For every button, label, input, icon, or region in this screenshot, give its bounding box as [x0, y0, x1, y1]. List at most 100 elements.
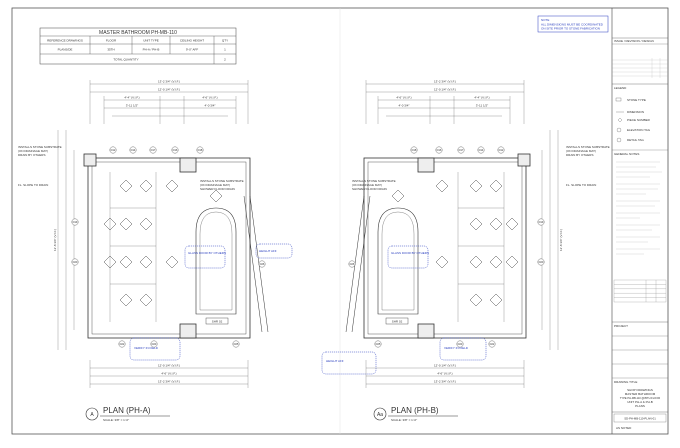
plan-a-dim-bottom-2: 4'-6" (V.I.F.): [161, 372, 176, 376]
plan-b-note-left-1: INSTALLS STONE SUBSTRATE: [352, 179, 396, 183]
plan-b-piece-markers: [391, 179, 519, 307]
sheet-scale: AS NOTED: [616, 426, 632, 430]
project-label: PROJECT: [614, 324, 628, 328]
legend-item-4: ELEVATION TAG: [627, 128, 651, 132]
plan-b-callout-1: D12: [499, 148, 504, 152]
legend-item-2: DIMENSION: [627, 110, 644, 114]
schedule-cell-2: 35TH: [107, 48, 114, 52]
drawing-title-line-2: MASTER BATHROOM: [625, 392, 656, 396]
plan-b-callout-8: D22: [490, 342, 495, 346]
plan-b-bottom-dim: 13'-2 3/4" (V.I.F.): [434, 380, 456, 384]
schedule-header-1: REFERENCE DRAWINGS: [47, 39, 83, 43]
plan-b-callout-4: D16: [437, 148, 442, 152]
plan-b-callout-2: D14: [479, 148, 484, 152]
plan-b-bubble: [373, 407, 387, 421]
drawing-title-line-3: TYPE PH-MB-110 @35TH FLOOR: [620, 396, 660, 400]
plan-b-callout-11: D26: [350, 262, 355, 266]
plan-a-note-right-2: (ON DRAINAGE MAT): [200, 183, 230, 187]
plan-a-callout-6: D19: [73, 220, 78, 224]
schedule-cell-4: 9'-0" AFF: [186, 48, 198, 52]
plan-b-dim-4: 4'-4" (V.I.F.): [474, 96, 489, 100]
plan-b-top-dim: 13'-2 3/4" (V.I.F.): [434, 80, 456, 84]
note-line-2: ON SITE PRIOR TO STONE FABRICATION: [541, 27, 600, 31]
plan-b-note-right-4: FL. SLOPE TO DRAIN: [566, 183, 596, 187]
plan-b-note-left-2: (ON DRAINAGE MAT): [352, 183, 382, 187]
plan-a-blue-note-3: VERIFY IN FIELD: [134, 346, 159, 350]
plan-a-dim-3: 4'-4" (V.I.F.): [124, 96, 139, 100]
plan-b-note-right-1: INSTALLS STONE SUBSTRATE: [566, 145, 610, 149]
note-line-1: ALL DIMENSIONS MUST BE COORDINATED: [541, 23, 604, 27]
plan-a-drain-tag: SHR 02: [212, 320, 223, 324]
schedule-cell-1: PLANS/DE: [58, 48, 73, 52]
plan-a-title: PLAN (PH-A): [103, 406, 151, 415]
plan-b-callout-7: D20: [539, 260, 544, 264]
plan-a-note-right-1: INSTALLS STONE SUBSTRATE: [200, 179, 244, 183]
plan-a-note-left-3: DRAIN BY OTHERS: [18, 153, 45, 157]
plan-a-dim-5: 3'-11 1/2": [126, 104, 138, 108]
plan-a-note-left-4: FL. SLOPE TO DRAIN: [18, 183, 48, 187]
plan-a-piece-markers: [103, 179, 223, 307]
sheet-number: SD-PH-MB-110-PLAN-01: [624, 417, 656, 421]
legend-title: LEGEND: [614, 86, 627, 90]
schedule-header-5: QTY: [222, 39, 228, 43]
plan-a-note-right-3: SHOWER FLOOR DRAIN: [200, 187, 235, 191]
drawing-title-line-4: UNIT PH-A & PH-B: [627, 400, 653, 404]
plan-b-side-dim: 12'-8 3/4" (V.I.F.): [559, 229, 563, 251]
plan-a-bubble-label: A: [90, 412, 94, 418]
plan-b-blue-note-3: VERIFY IN FIELD: [444, 346, 469, 350]
title-block-header: ISSUE / REVISION / DESIGN: [614, 39, 654, 43]
plan-b-bubble-label: Aa: [377, 412, 383, 418]
plan-a: 13'-2 3/4" (V.I.F.) 12'-0 1/4" (V.I.F.) …: [18, 80, 293, 422]
legend-item-1: STONE TYPE: [627, 98, 646, 102]
schedule-total-label: TOTAL QUANTITY: [113, 58, 138, 62]
plan-b-callout-5: D18: [412, 148, 417, 152]
plan-a-callout-1: D12: [111, 148, 116, 152]
plan-a-bottom-dim: 13'-2 3/4" (V.I.F.): [158, 380, 180, 384]
plan-a-dim-4: 4'-6" (V.I.F.): [202, 96, 217, 100]
plan-a-callout-11: D26: [260, 262, 265, 266]
plan-b-callout-3: D17: [459, 148, 464, 152]
plan-a-callout-9: D23: [152, 342, 157, 346]
plan-a-blue-note-2: HEIGHT AFF: [259, 249, 277, 253]
plan-a-note-left-2: (ON DRAINAGE MAT): [18, 149, 48, 153]
schedule-cell-3: PH-A / PH-B: [143, 48, 160, 52]
plan-a-callout-7: D20: [73, 260, 78, 264]
plan-a-dim-2: 12'-0 1/4" (V.I.F.): [158, 88, 180, 92]
plan-a-callout-10: D25: [234, 342, 239, 346]
legend-item-5: DETAIL TAG: [627, 138, 645, 142]
schedule-title: MASTER BATHROOM PH-MB-110: [99, 30, 177, 36]
drawing-title-line-1: SHOP DRAWINGS: [627, 388, 653, 392]
plan-b-dim-bottom-2: 4'-6" (V.I.F.): [437, 372, 452, 376]
plan-b-callout-10: D25: [376, 342, 381, 346]
plan-b-dim-3: 4'-6" (V.I.F.): [396, 96, 411, 100]
note-box: NOTE ALL DIMENSIONS MUST BE COORDINATED …: [537, 15, 609, 33]
schedule-total-value: 2: [224, 58, 226, 62]
plan-a-callout-4: D16: [173, 148, 178, 152]
plan-b: 13'-2 3/4" (V.I.F.) 12'-0 1/4" (V.I.F.) …: [321, 80, 610, 422]
plan-b-note-right-3: DRAIN BY OTHERS: [566, 153, 593, 157]
plan-b-dim-bottom-1: 12'-0 1/4" (V.I.F.): [434, 364, 456, 368]
schedule-cell-5: 1: [224, 48, 226, 52]
plan-b-callout-9: D23: [458, 342, 463, 346]
plan-b-dim-6: 3'-11 1/2": [476, 104, 488, 108]
plan-a-callout-3: D17: [151, 148, 156, 152]
title-block: ISSUE / REVISION / DESIGN LEGEND STONE T…: [612, 37, 668, 430]
schedule-header-3: UNIT TYPE: [143, 39, 159, 43]
plan-b-callout-6: D19: [539, 220, 544, 224]
plan-b-dim-2: 12'-0 1/4" (V.I.F.): [434, 88, 456, 92]
drawing-title-line-5: PLANS: [635, 404, 645, 408]
schedule-table: MASTER BATHROOM PH-MB-110 REFERENCE DRAW…: [39, 27, 237, 65]
note-title: NOTE: [541, 18, 549, 22]
general-notes-title: GENERAL NOTES: [614, 152, 639, 156]
plan-b-blue-note-1: GLASS DOOR BY OTHERS: [391, 251, 429, 255]
drawing-title-label: DRAWING TITLE: [614, 380, 637, 384]
plan-a-dim-bottom-1: 12'-0 1/4" (V.I.F.): [158, 364, 180, 368]
plan-b-title: PLAN (PH-B): [391, 406, 439, 415]
plan-b-drain-tag: SHR 02: [392, 320, 403, 324]
plan-a-dim-6: 4'-0 3/4": [205, 104, 216, 108]
plan-b-dim-5: 4'-0 3/4": [399, 104, 410, 108]
plan-a-blue-note-1: GLASS DOOR BY OTHERS: [188, 251, 226, 255]
plan-b-blue-note-2: HEIGHT AFF: [326, 359, 344, 363]
plan-a-callout-5: D18: [198, 148, 203, 152]
plan-a-top-dim: 13'-2 3/4" (V.I.F.): [158, 80, 180, 84]
